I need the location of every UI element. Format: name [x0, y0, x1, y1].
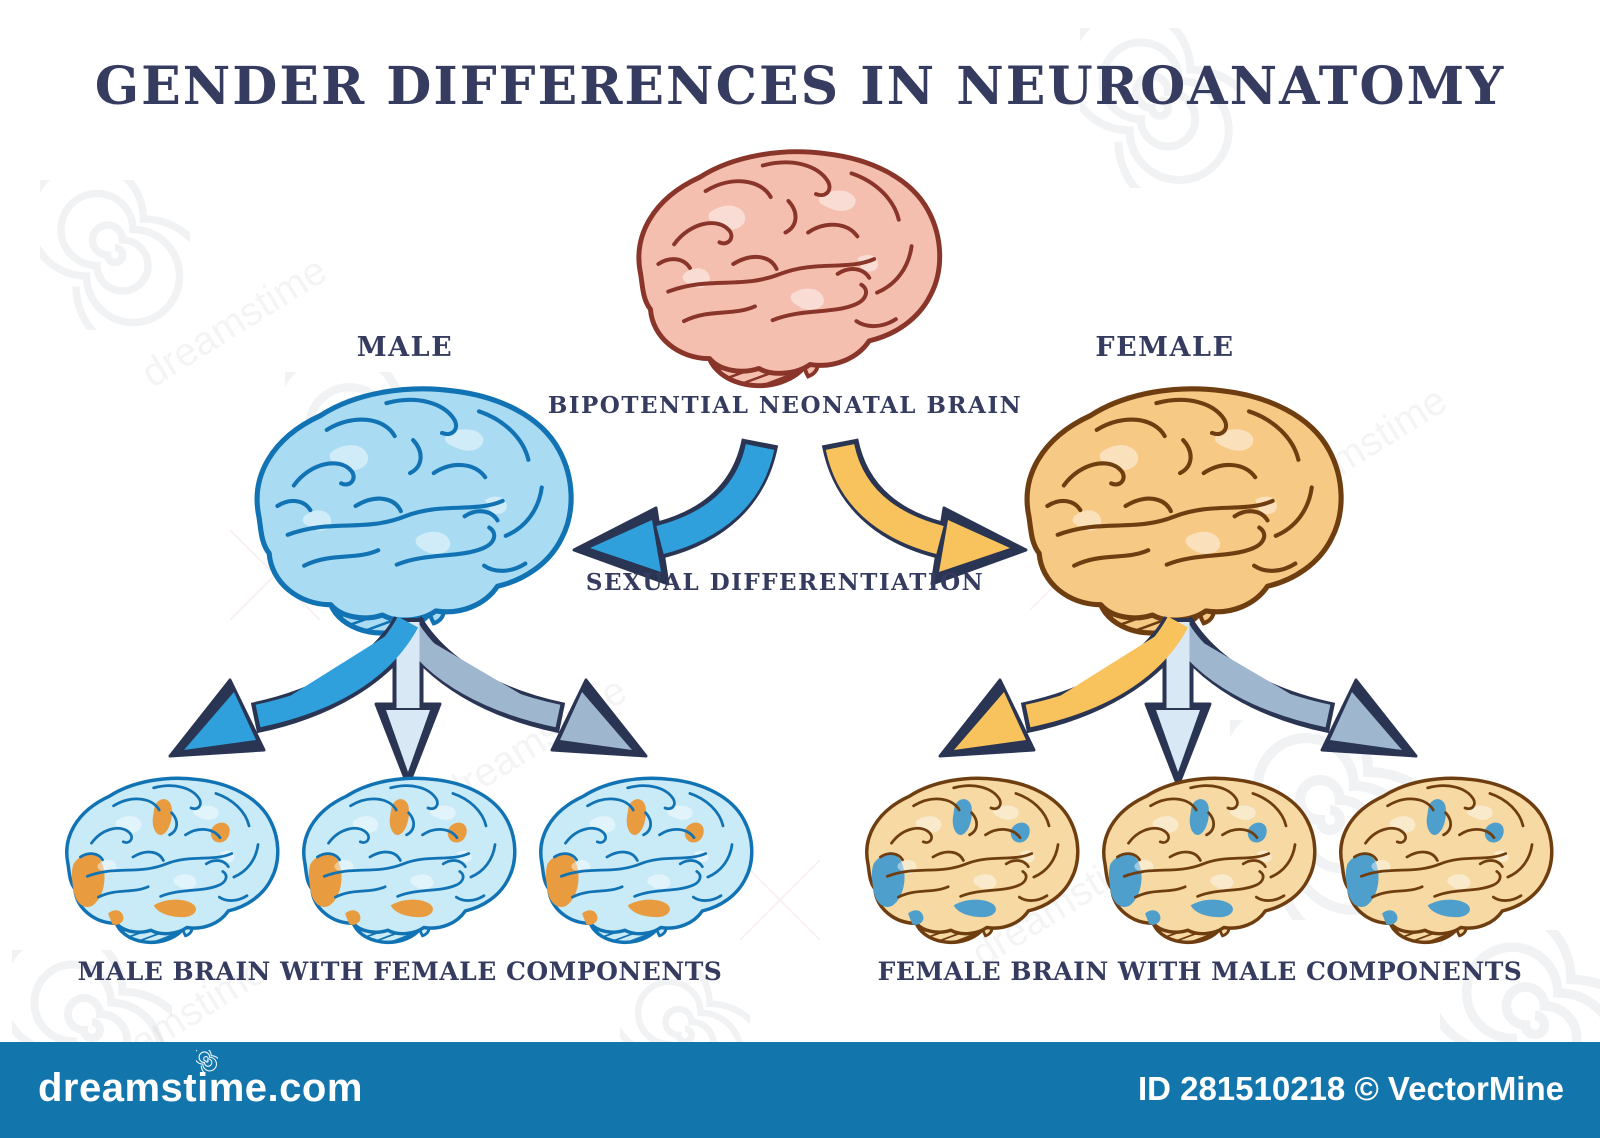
blue-brain-with-orange-patches-icon [287, 760, 522, 954]
blue-curved-arrow-icon [572, 437, 779, 586]
male-label: MALE [356, 332, 454, 363]
neonatal-brain-label: BIPOTENTIAL NEONATAL BRAIN [547, 392, 1023, 419]
pink-brain-icon [615, 126, 950, 402]
yellow-brain-with-blue-patches-icon [1324, 760, 1559, 954]
yellow-brain-with-blue-patches-icon [850, 760, 1085, 954]
yellow-brain-with-blue-patches-icon [1087, 760, 1322, 954]
male-outcome-caption: MALE BRAIN WITH FEMALE COMPONENTS [77, 957, 723, 986]
yellow-brain-icon [1002, 362, 1352, 650]
dreamstime-logo: dreamstime.com [38, 1066, 363, 1110]
watermark-footer-bar: dreamstime.com ID 281510218 © VectorMine [0, 1042, 1600, 1138]
yellow-curved-arrow-icon [821, 437, 1028, 586]
blue-brain-with-orange-patches-icon [50, 760, 285, 954]
dreamstime-spiral-icon [196, 1050, 218, 1072]
blue-brain-icon [232, 362, 582, 650]
watermark-cross-icon [740, 860, 820, 940]
page-title: GENDER DIFFERENCES IN NEUROANATOMY [94, 56, 1506, 117]
image-credit: ID 281510218 © VectorMine [1137, 1070, 1564, 1107]
watermark-spiral-icon [40, 180, 190, 330]
blue-brain-with-orange-patches-icon [524, 760, 759, 954]
sexual-differentiation-label: SEXUAL DIFFERENTIATION [585, 569, 985, 596]
trident-arrow-icon [168, 615, 648, 788]
female-outcome-caption: FEMALE BRAIN WITH MALE COMPONENTS [877, 957, 1523, 986]
trident-arrow-icon [938, 615, 1418, 788]
female-label: FEMALE [1095, 332, 1235, 363]
